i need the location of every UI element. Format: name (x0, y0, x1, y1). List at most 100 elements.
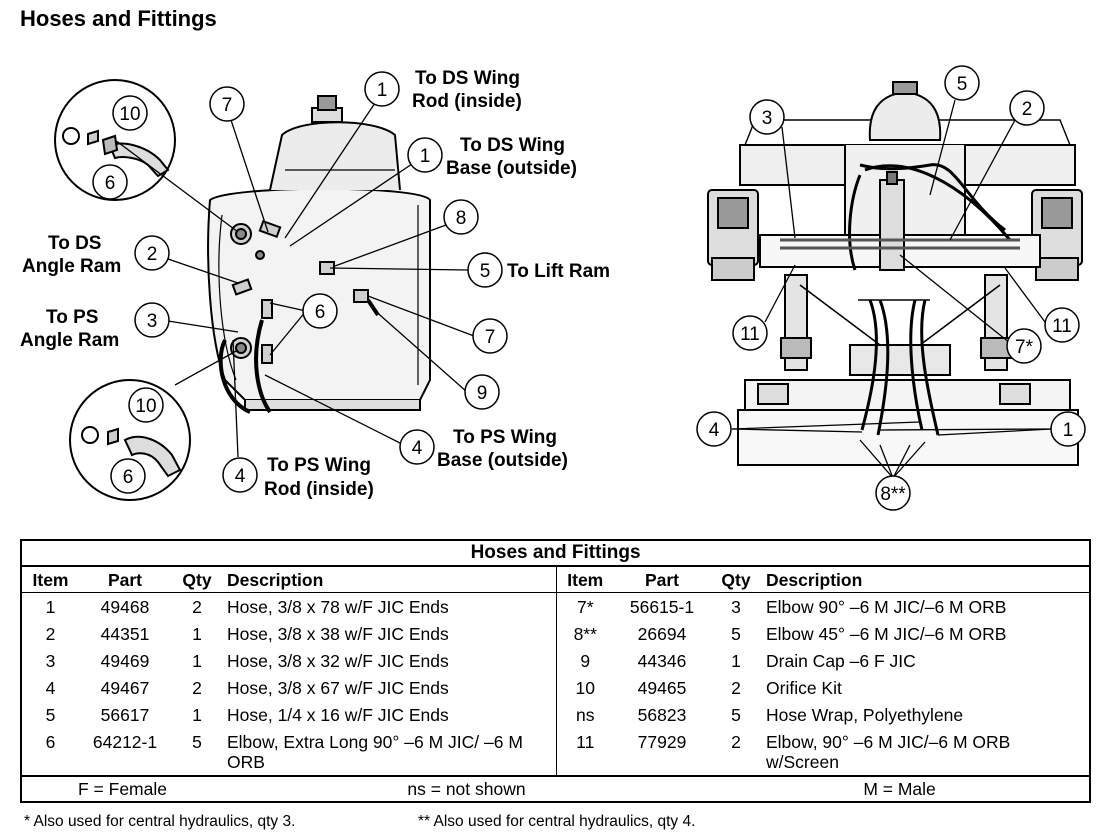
cell-qty: 1 (192, 651, 202, 671)
cell-description: Hose Wrap, Polyethylene (762, 701, 1092, 728)
label-ds-angle-ram-2: Angle Ram (22, 256, 121, 277)
cell-part: 26694 (637, 624, 687, 644)
table-row: 5 56617 1 Hose, 1/4 x 16 w/F JIC Ends ns… (20, 701, 1092, 728)
callout-8: 8 (456, 208, 467, 229)
cell-item: 8** (573, 624, 597, 644)
leader-lines-right (731, 99, 1053, 479)
cell-description: Hose, 3/8 x 32 w/F JIC Ends (223, 647, 557, 674)
callout-7-top: 7 (222, 95, 233, 116)
callout-1-base: 1 (420, 146, 431, 167)
cell-qty: 2 (192, 678, 202, 698)
plow-frame-drawing (707, 81, 1083, 466)
cell-qty: 1 (192, 705, 202, 725)
cell-part: 44351 (100, 624, 150, 644)
cell-description: Hose, 3/8 x 38 w/F JIC Ends (223, 620, 557, 647)
callout-4-base: 4 (412, 438, 423, 459)
cell-qty: 5 (731, 624, 741, 644)
cell-qty: 3 (731, 597, 741, 617)
cell-qty: 2 (731, 678, 741, 698)
col-header-part-2: Part (614, 566, 710, 593)
cell-description: Hose, 3/8 x 67 w/F JIC Ends (223, 674, 557, 701)
callout-r-3: 3 (762, 108, 773, 129)
col-header-item: Item (20, 566, 79, 593)
label-ps-wing-base-2: Base (outside) (437, 450, 568, 471)
pump-unit-drawing (207, 95, 431, 414)
cell-part: 49468 (100, 597, 150, 617)
cell-description: Hose, 1/4 x 16 w/F JIC Ends (223, 701, 557, 728)
cell-item: 9 (580, 651, 591, 671)
col-header-qty: Qty (171, 566, 223, 593)
legend-female: F = Female (20, 775, 223, 803)
cell-description: Elbow, 90° –6 M JIC/–6 M ORB w/Screen (762, 728, 1092, 776)
legend-row: F = Female ns = not shown M = Male (20, 775, 1092, 803)
callout-6-bottom: 6 (123, 467, 134, 488)
label-ps-angle-ram-2: Angle Ram (20, 330, 119, 351)
table-row: 1 49468 2 Hose, 3/8 x 78 w/F JIC Ends 7*… (20, 592, 1092, 620)
cell-item: 5 (20, 701, 79, 728)
callout-6-mid: 6 (315, 302, 326, 323)
diagram-labels-left: To DS Wing Rod (inside) To DS Wing Base … (20, 68, 610, 500)
cell-item: 6 (20, 728, 79, 776)
callout-6-top: 6 (105, 173, 116, 194)
parts-table: Hoses and Fittings Item Part Qty Descrip… (19, 539, 1092, 803)
cell-item: ns (576, 705, 595, 725)
callout-numbers-right: 3 5 2 11 7* 11 4 1 8** (709, 74, 1074, 505)
table-header-row: Item Part Qty Description Item Part Qty … (20, 566, 1092, 593)
cell-qty: 2 (192, 597, 202, 617)
cell-part: 56823 (637, 705, 687, 725)
callout-4-rod: 4 (235, 466, 246, 487)
cell-part: 49467 (100, 678, 150, 698)
callout-r-1: 1 (1063, 420, 1074, 441)
callout-r-7: 7* (1015, 337, 1034, 358)
col-header-description-2: Description (762, 566, 1092, 593)
callout-r-2: 2 (1022, 99, 1033, 120)
legend-not-shown: ns = not shown (223, 775, 710, 803)
col-header-qty-2: Qty (710, 566, 762, 593)
cell-description: Elbow 90° –6 M JIC/–6 M ORB (762, 592, 1092, 620)
cell-part: 44346 (637, 651, 687, 671)
cell-item: 2 (20, 620, 79, 647)
cell-item: 7* (576, 597, 594, 617)
callout-3: 3 (147, 311, 158, 332)
cell-item: 1 (20, 592, 79, 620)
col-header-part: Part (79, 566, 171, 593)
label-ps-angle-ram-1: To PS (46, 307, 98, 328)
callouts-left (92, 71, 508, 494)
footnote-single-asterisk: * Also used for central hydraulics, qty … (24, 813, 296, 830)
leader-lines-left (114, 102, 475, 458)
cell-description: Elbow, Extra Long 90° –6 M JIC/ –6 M ORB (223, 728, 557, 776)
callout-numbers-left: 10 6 7 1 1 8 2 5 3 6 7 9 10 6 4 4 (105, 80, 496, 488)
callout-10-bottom: 10 (135, 396, 156, 417)
label-lift-ram: To Lift Ram (507, 261, 610, 282)
cell-part: 56617 (100, 705, 150, 725)
callout-1-rod: 1 (377, 80, 388, 101)
col-header-description: Description (223, 566, 557, 593)
callout-r-11-left: 11 (740, 324, 760, 345)
callout-r-11-right: 11 (1052, 316, 1072, 337)
callout-2: 2 (147, 244, 158, 265)
table-row: 3 49469 1 Hose, 3/8 x 32 w/F JIC Ends 9 … (20, 647, 1092, 674)
cell-description: Hose, 3/8 x 78 w/F JIC Ends (223, 592, 557, 620)
callout-r-4: 4 (709, 420, 720, 441)
cell-item: 4 (20, 674, 79, 701)
table-caption: Hoses and Fittings (19, 539, 1092, 567)
cell-qty: 2 (731, 732, 741, 752)
callout-7-right: 7 (485, 327, 496, 348)
table-row: 2 44351 1 Hose, 3/8 x 38 w/F JIC Ends 8*… (20, 620, 1092, 647)
callout-9: 9 (477, 383, 488, 404)
table-row: 6 64212-1 5 Elbow, Extra Long 90° –6 M J… (20, 728, 1092, 776)
label-ps-wing-rod-1: To PS Wing (267, 455, 371, 476)
callouts-right (696, 65, 1086, 511)
footnote-double-asterisk: ** Also used for central hydraulics, qty… (418, 813, 696, 830)
legend-male: M = Male (710, 775, 1092, 803)
label-ps-wing-base-1: To PS Wing (453, 427, 557, 448)
cell-item: 3 (20, 647, 79, 674)
cell-item: 10 (575, 678, 595, 698)
cell-part: 49465 (637, 678, 687, 698)
label-ds-wing-rod-2: Rod (inside) (412, 91, 522, 112)
callout-r-8: 8** (880, 484, 906, 505)
page-title: Hoses and Fittings (20, 6, 217, 31)
cell-qty: 5 (731, 705, 741, 725)
callout-5: 5 (480, 261, 491, 282)
cell-part: 56615-1 (629, 597, 695, 617)
